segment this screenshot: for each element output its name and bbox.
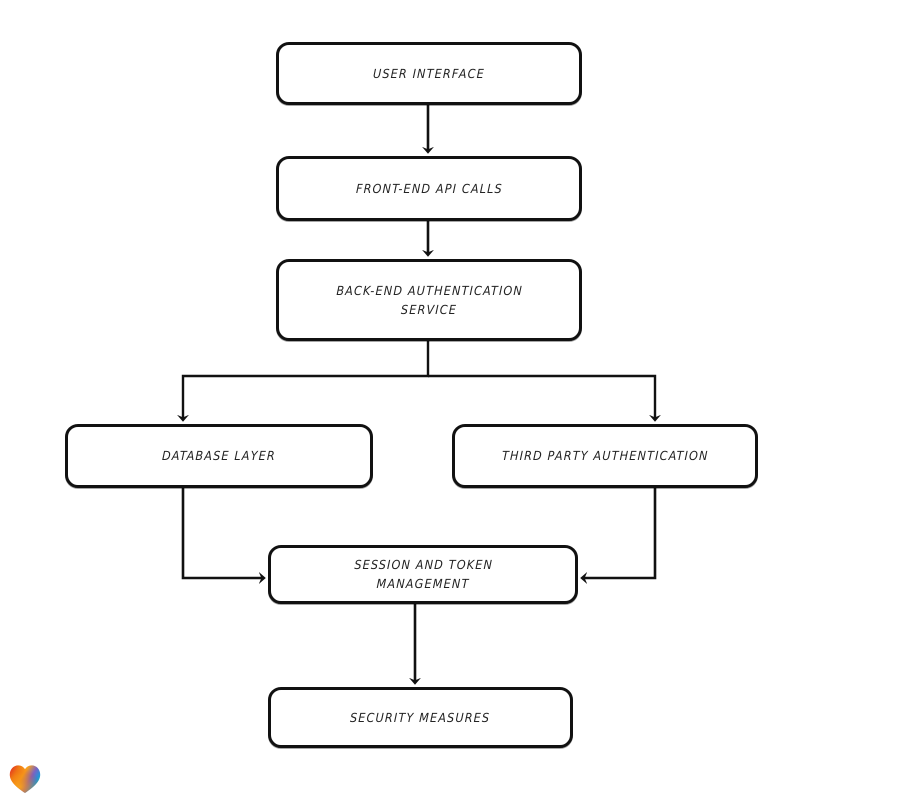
heart-icon [9,765,41,793]
node-session-and-token-management[interactable]: Session and Token Management [268,545,578,604]
node-user-interface[interactable]: User Interface [276,42,582,105]
edge-third-to-session [580,488,657,584]
node-label: Back-End Authentication Service [335,282,523,317]
node-label: User Interface [372,65,486,81]
edge-backend-to-db [177,341,430,422]
node-label: Security Measures [350,709,491,725]
node-label: Third Party Authentication [501,448,709,464]
node-label: Database Layer [161,448,277,464]
node-third-party-authentication[interactable]: Third Party Authentication [452,424,758,488]
node-back-end-auth-service[interactable]: Back-End Authentication Service [276,259,582,341]
node-front-end-api-calls[interactable]: Front-End API Calls [276,156,582,221]
node-database-layer[interactable]: Database Layer [65,424,373,488]
edge-db-to-session [181,488,266,584]
edge-backend-to-third [428,374,661,422]
node-label: Front-End API Calls [355,180,503,196]
node-security-measures[interactable]: Security Measures [268,687,573,748]
node-label: Session and Token Management [353,557,493,592]
